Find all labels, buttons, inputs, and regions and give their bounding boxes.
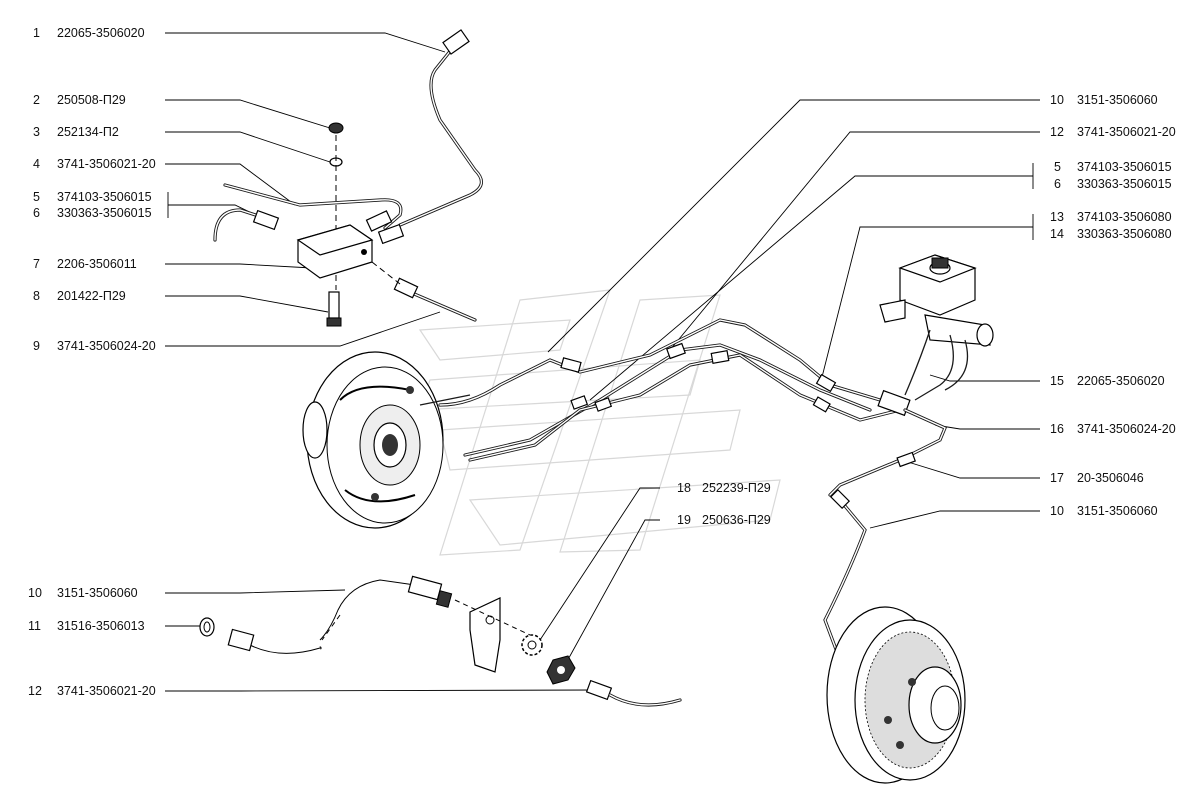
callout-number: 15	[1050, 374, 1064, 388]
callout-number: 4	[33, 157, 40, 171]
callout-number: 13	[1050, 210, 1064, 224]
callout-code: 3741-3506024-20	[57, 339, 156, 353]
callout-number: 10	[28, 586, 42, 600]
callout-number: 5	[33, 190, 40, 204]
callout-number: 6	[33, 206, 40, 220]
watermark-logo	[418, 289, 781, 556]
callout-code: 3741-3506021-20	[57, 157, 156, 171]
callout-code: 31516-3506013	[57, 619, 145, 633]
callout-code: 3151-3506060	[1077, 504, 1158, 518]
callout-code: 201422-П29	[57, 289, 126, 303]
tee-assembly	[213, 29, 483, 327]
callout-number: 10	[1050, 504, 1064, 518]
callout-code: 330363-3506015	[57, 206, 152, 220]
callout-number: 3	[33, 125, 40, 139]
callout-labels: 1 22065-3506020 2 250508-П29 3 252134-П2…	[28, 26, 1176, 698]
callout-code: 374103-3506015	[57, 190, 152, 204]
callout-code: 3741-3506021-20	[57, 684, 156, 698]
callout-code: 374103-3506080	[1077, 210, 1172, 224]
callout-code: 20-3506046	[1077, 471, 1144, 485]
callout-code: 330363-3506080	[1077, 227, 1172, 241]
callout-number: 1	[33, 26, 40, 40]
callout-code: 2206-3506011	[57, 257, 137, 271]
callout-code: 250636-П29	[702, 513, 771, 527]
callout-number: 18	[677, 481, 691, 495]
callout-number: 9	[33, 339, 40, 353]
callout-number: 5	[1054, 160, 1061, 174]
callout-code: 250508-П29	[57, 93, 126, 107]
rear-brake-drum	[826, 606, 966, 784]
callout-code: 252134-П2	[57, 125, 119, 139]
leader-lines	[165, 32, 1040, 692]
callout-number: 8	[33, 289, 40, 303]
callout-code: 252239-П29	[702, 481, 771, 495]
callout-number: 2	[33, 93, 40, 107]
callout-code: 3151-3506060	[1077, 93, 1158, 107]
callout-number: 6	[1054, 177, 1061, 191]
callout-code: 3741-3506024-20	[1077, 422, 1176, 436]
callout-number: 7	[33, 257, 40, 271]
front-brake-assembly	[302, 351, 471, 529]
callout-number: 17	[1050, 471, 1064, 485]
callout-number: 19	[677, 513, 691, 527]
callout-number: 12	[28, 684, 42, 698]
callout-code: 374103-3506015	[1077, 160, 1172, 174]
callout-code: 330363-3506015	[1077, 177, 1172, 191]
callout-number: 16	[1050, 422, 1064, 436]
callout-code: 3151-3506060	[57, 586, 138, 600]
callout-code: 22065-3506020	[57, 26, 145, 40]
callout-number: 10	[1050, 93, 1064, 107]
callout-number: 11	[28, 619, 41, 633]
callout-number: 12	[1050, 125, 1064, 139]
brake-line-routing	[438, 318, 948, 662]
callout-code: 22065-3506020	[1077, 374, 1165, 388]
callout-number: 14	[1050, 227, 1064, 241]
hose-bracket-detail	[199, 575, 682, 707]
callout-code: 3741-3506021-20	[1077, 125, 1176, 139]
master-cylinder	[879, 254, 994, 401]
